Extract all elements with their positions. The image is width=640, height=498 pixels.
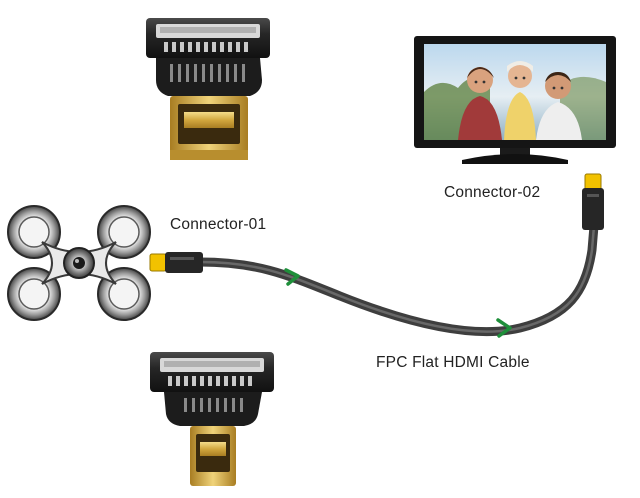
tv-display-icon bbox=[414, 36, 616, 164]
fpc-hdmi-cable bbox=[195, 221, 599, 337]
family-photo bbox=[458, 61, 582, 140]
direction-arrow-icon bbox=[284, 268, 300, 286]
camera-mount-icon bbox=[7, 205, 151, 321]
connector-01-label: Connector-01 bbox=[170, 216, 267, 233]
top-adapter-icon bbox=[146, 18, 270, 160]
connector-02-label: Connector-02 bbox=[444, 184, 541, 201]
cable-label: FPC Flat HDMI Cable bbox=[376, 354, 530, 371]
connector-02-plug bbox=[582, 173, 604, 230]
bottom-adapter-icon bbox=[150, 352, 274, 486]
direction-arrow-icon bbox=[496, 318, 512, 338]
connector-01-plug bbox=[149, 252, 203, 273]
